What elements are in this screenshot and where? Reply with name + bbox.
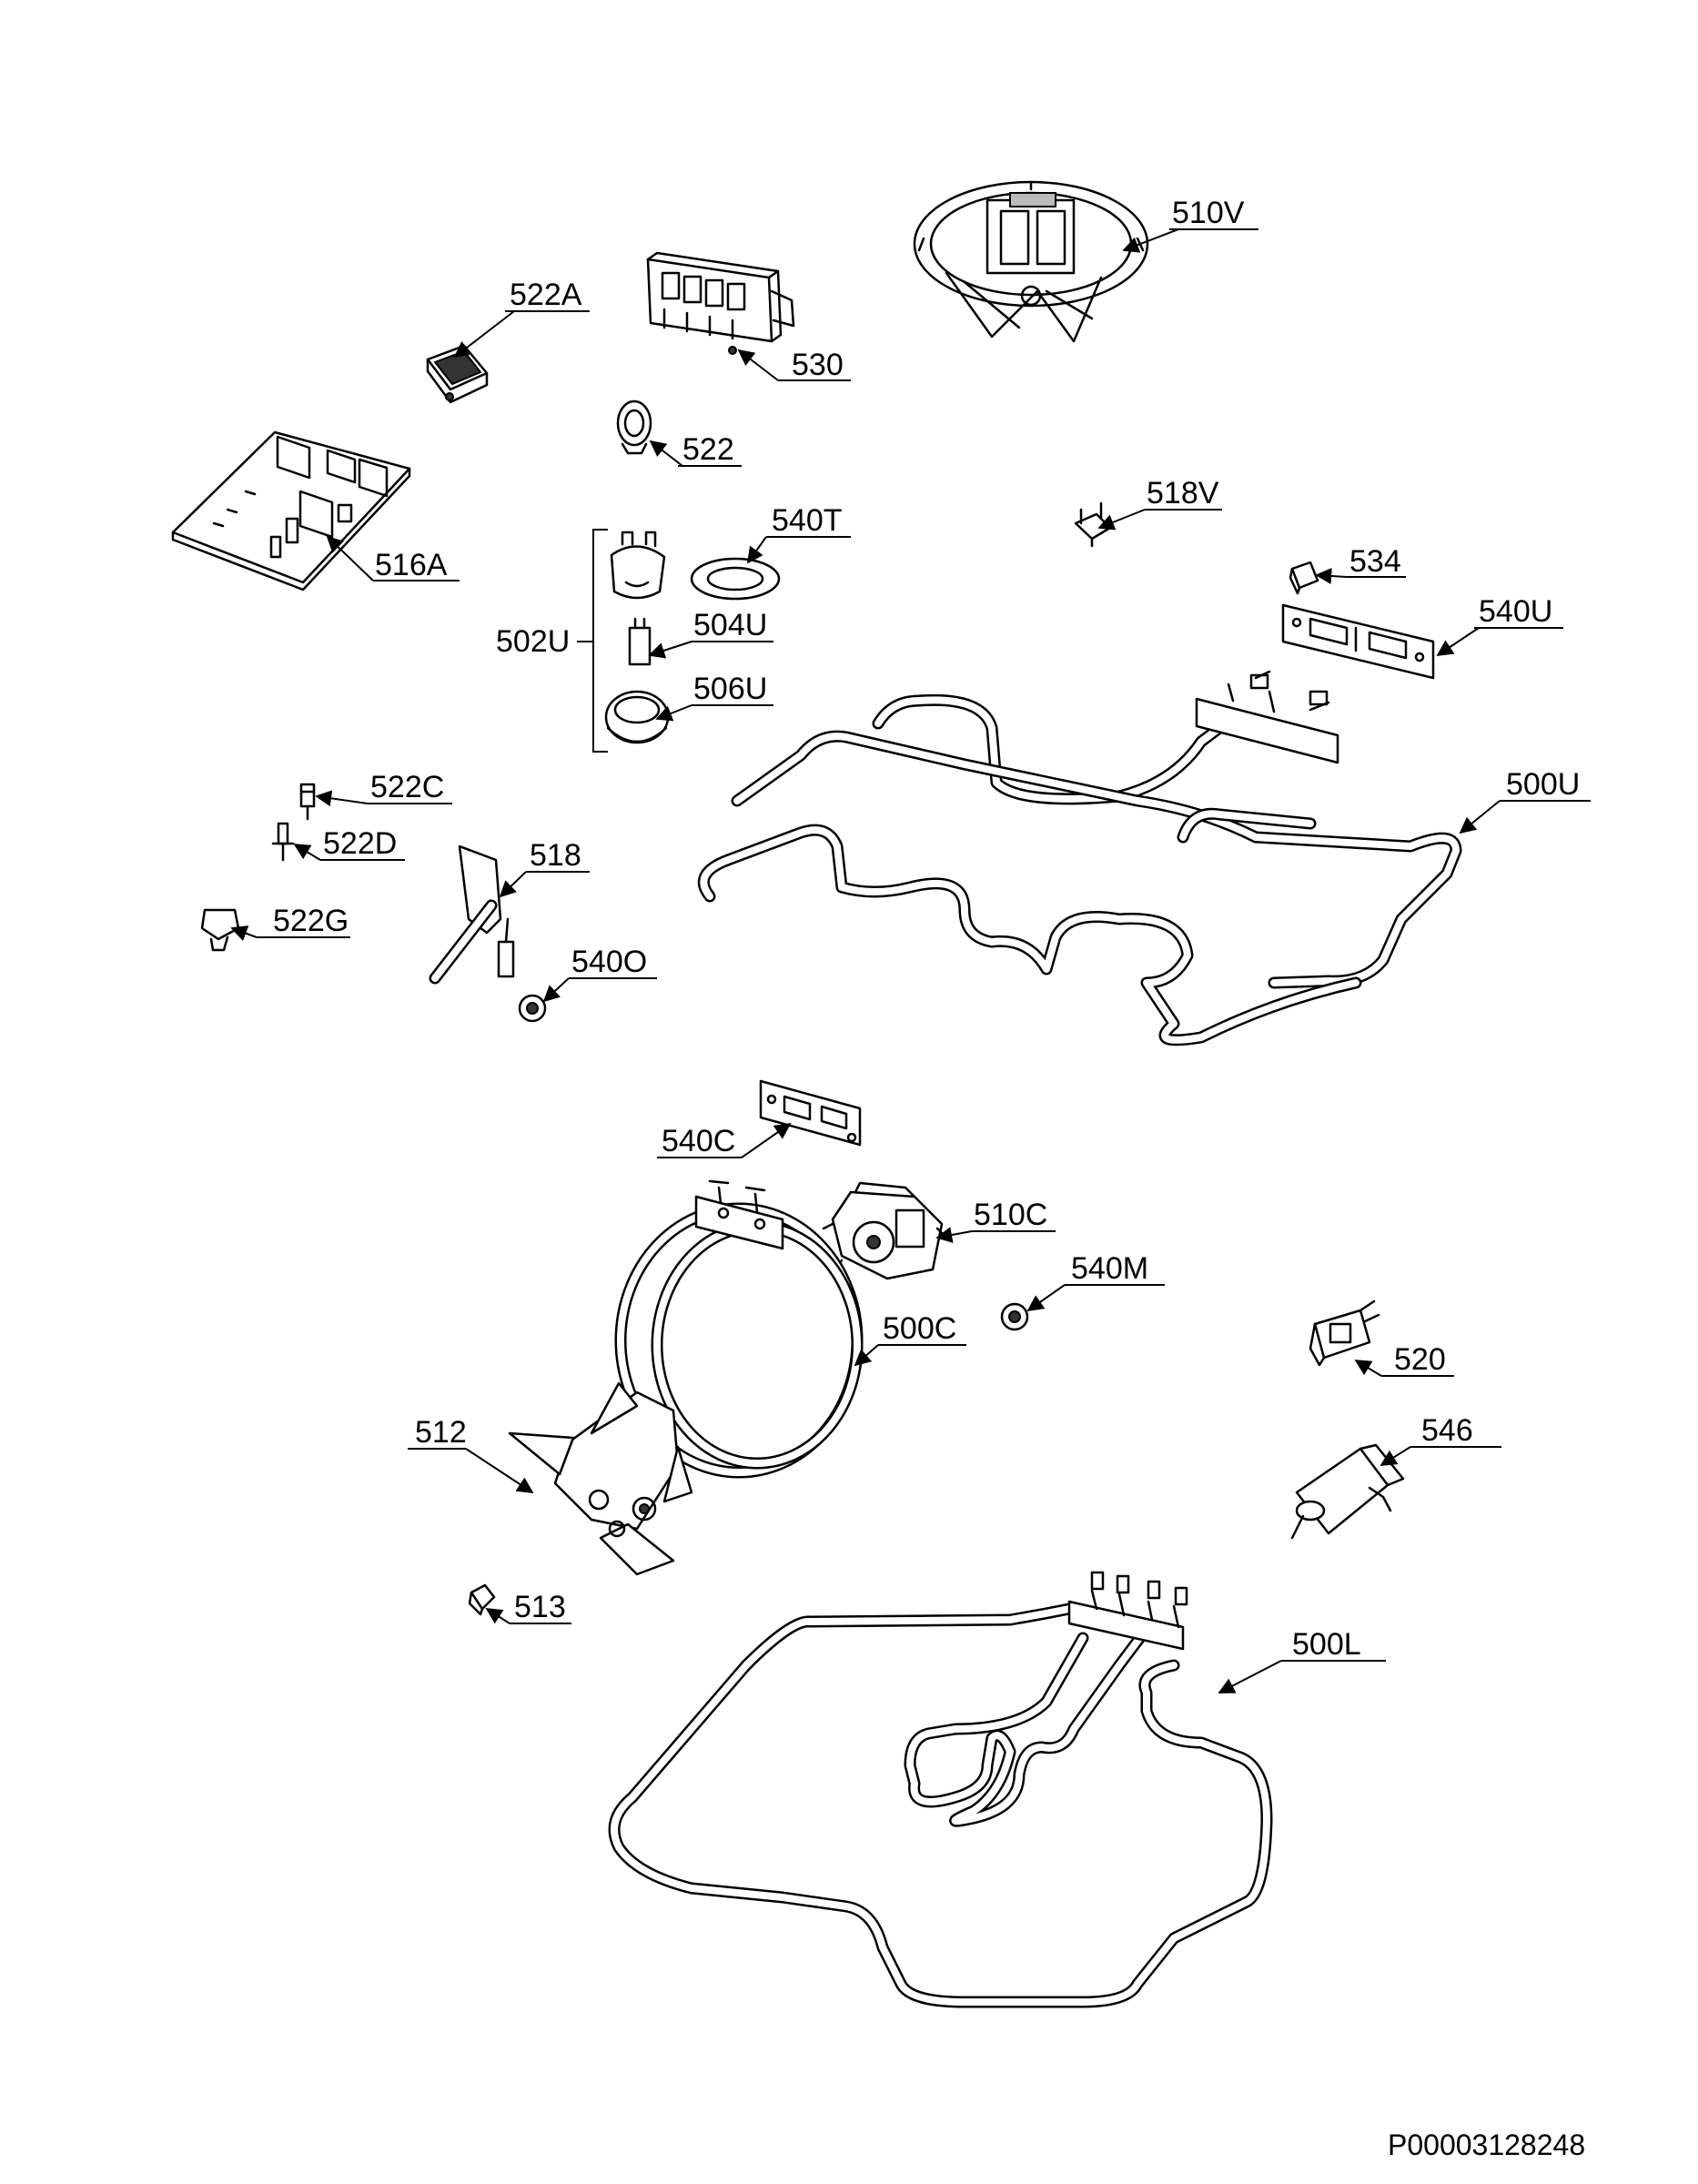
callout-510V: 510V bbox=[1169, 196, 1258, 230]
callout-516A: 516A bbox=[373, 548, 460, 582]
callout-labels: 510V 522A 530 522 516A 540T 502U 504U bbox=[257, 196, 1591, 1662]
callout-540C: 540C bbox=[657, 1124, 742, 1158]
callout-504U: 504U bbox=[692, 608, 773, 642]
svg-text:540T: 540T bbox=[772, 503, 843, 538]
svg-text:518: 518 bbox=[530, 838, 581, 873]
svg-text:512: 512 bbox=[415, 1415, 467, 1450]
part-510C-fan-motor bbox=[822, 1181, 948, 1280]
part-522A-module bbox=[426, 344, 489, 404]
svg-text:516A: 516A bbox=[375, 548, 448, 582]
callout-518V: 518V bbox=[1145, 476, 1222, 511]
svg-text:504U: 504U bbox=[693, 608, 767, 642]
callout-513: 513 bbox=[510, 1590, 571, 1624]
document-id: P00003128248 bbox=[1388, 2128, 1585, 2161]
svg-text:522A: 522A bbox=[510, 278, 582, 312]
part-500C-ring-element bbox=[614, 1179, 864, 1479]
part-522C-pin bbox=[299, 783, 316, 821]
callout-500L: 500L bbox=[1281, 1627, 1386, 1662]
svg-text:500L: 500L bbox=[1292, 1627, 1361, 1662]
part-546-thermostat bbox=[1290, 1443, 1405, 1540]
svg-text:510V: 510V bbox=[1172, 196, 1245, 230]
svg-text:522C: 522C bbox=[370, 770, 444, 804]
callout-540T: 540T bbox=[766, 503, 851, 538]
svg-text:534: 534 bbox=[1349, 544, 1401, 579]
callout-522D: 522D bbox=[320, 826, 405, 861]
part-512-fan-blade bbox=[508, 1381, 693, 1576]
part-520-door-switch bbox=[1309, 1299, 1380, 1367]
callout-522A: 522A bbox=[505, 278, 590, 312]
part-540O-washer bbox=[518, 994, 547, 1023]
part-522G-clip bbox=[200, 908, 240, 952]
callout-522: 522 bbox=[678, 432, 742, 467]
part-500U-grill-element bbox=[697, 670, 1462, 1046]
svg-text:530: 530 bbox=[792, 348, 844, 382]
svg-text:518V: 518V bbox=[1147, 476, 1219, 511]
svg-text:546: 546 bbox=[1421, 1413, 1473, 1448]
svg-text:500U: 500U bbox=[1506, 767, 1580, 802]
part-518-probe bbox=[429, 844, 515, 985]
callout-512: 512 bbox=[408, 1415, 467, 1450]
svg-text:522G: 522G bbox=[273, 904, 349, 938]
svg-text:510C: 510C bbox=[974, 1198, 1047, 1232]
part-513-nut bbox=[468, 1583, 496, 1616]
callout-546: 546 bbox=[1410, 1413, 1501, 1448]
part-540C-gasket bbox=[759, 1079, 862, 1147]
svg-text:520: 520 bbox=[1394, 1342, 1446, 1377]
svg-text:522: 522 bbox=[682, 432, 734, 467]
callout-522C: 522C bbox=[368, 770, 452, 804]
svg-text:513: 513 bbox=[514, 1590, 566, 1624]
callout-540O: 540O bbox=[569, 945, 657, 979]
callout-530: 530 bbox=[778, 348, 851, 382]
callout-540U: 540U bbox=[1474, 594, 1563, 629]
callout-502U: 502U bbox=[496, 624, 570, 659]
callout-500U: 500U bbox=[1500, 767, 1591, 802]
svg-text:540U: 540U bbox=[1479, 594, 1552, 629]
svg-text:540C: 540C bbox=[662, 1124, 735, 1158]
callout-534: 534 bbox=[1347, 544, 1406, 579]
part-522D-pin bbox=[271, 822, 295, 862]
part-522-lamp-holder bbox=[616, 399, 652, 455]
part-500L-bottom-element bbox=[608, 1571, 1273, 2008]
svg-text:500C: 500C bbox=[883, 1311, 956, 1346]
part-534-button bbox=[1289, 561, 1319, 595]
svg-text:506U: 506U bbox=[693, 672, 767, 706]
part-516A-circuit-board bbox=[171, 430, 411, 592]
part-540M-washer bbox=[1000, 1302, 1029, 1331]
callout-506U: 506U bbox=[692, 672, 773, 706]
callout-510C: 510C bbox=[972, 1198, 1056, 1232]
svg-text:502U: 502U bbox=[496, 624, 570, 659]
part-510V-fan-motor bbox=[913, 180, 1149, 343]
callout-leaders bbox=[230, 228, 1501, 1694]
callout-518: 518 bbox=[526, 838, 590, 873]
part-530-terminal-block bbox=[646, 251, 795, 355]
callout-502U-bracket bbox=[577, 529, 608, 753]
svg-text:540M: 540M bbox=[1071, 1251, 1148, 1286]
callout-520: 520 bbox=[1381, 1342, 1454, 1377]
svg-text:540O: 540O bbox=[571, 945, 647, 979]
part-540U-gasket bbox=[1281, 603, 1435, 680]
callout-522G: 522G bbox=[257, 904, 350, 938]
callout-500C: 500C bbox=[878, 1311, 966, 1346]
svg-text:522D: 522D bbox=[323, 826, 397, 861]
part-502U-lamp-assembly bbox=[604, 531, 781, 744]
callout-540M: 540M bbox=[1065, 1251, 1165, 1286]
